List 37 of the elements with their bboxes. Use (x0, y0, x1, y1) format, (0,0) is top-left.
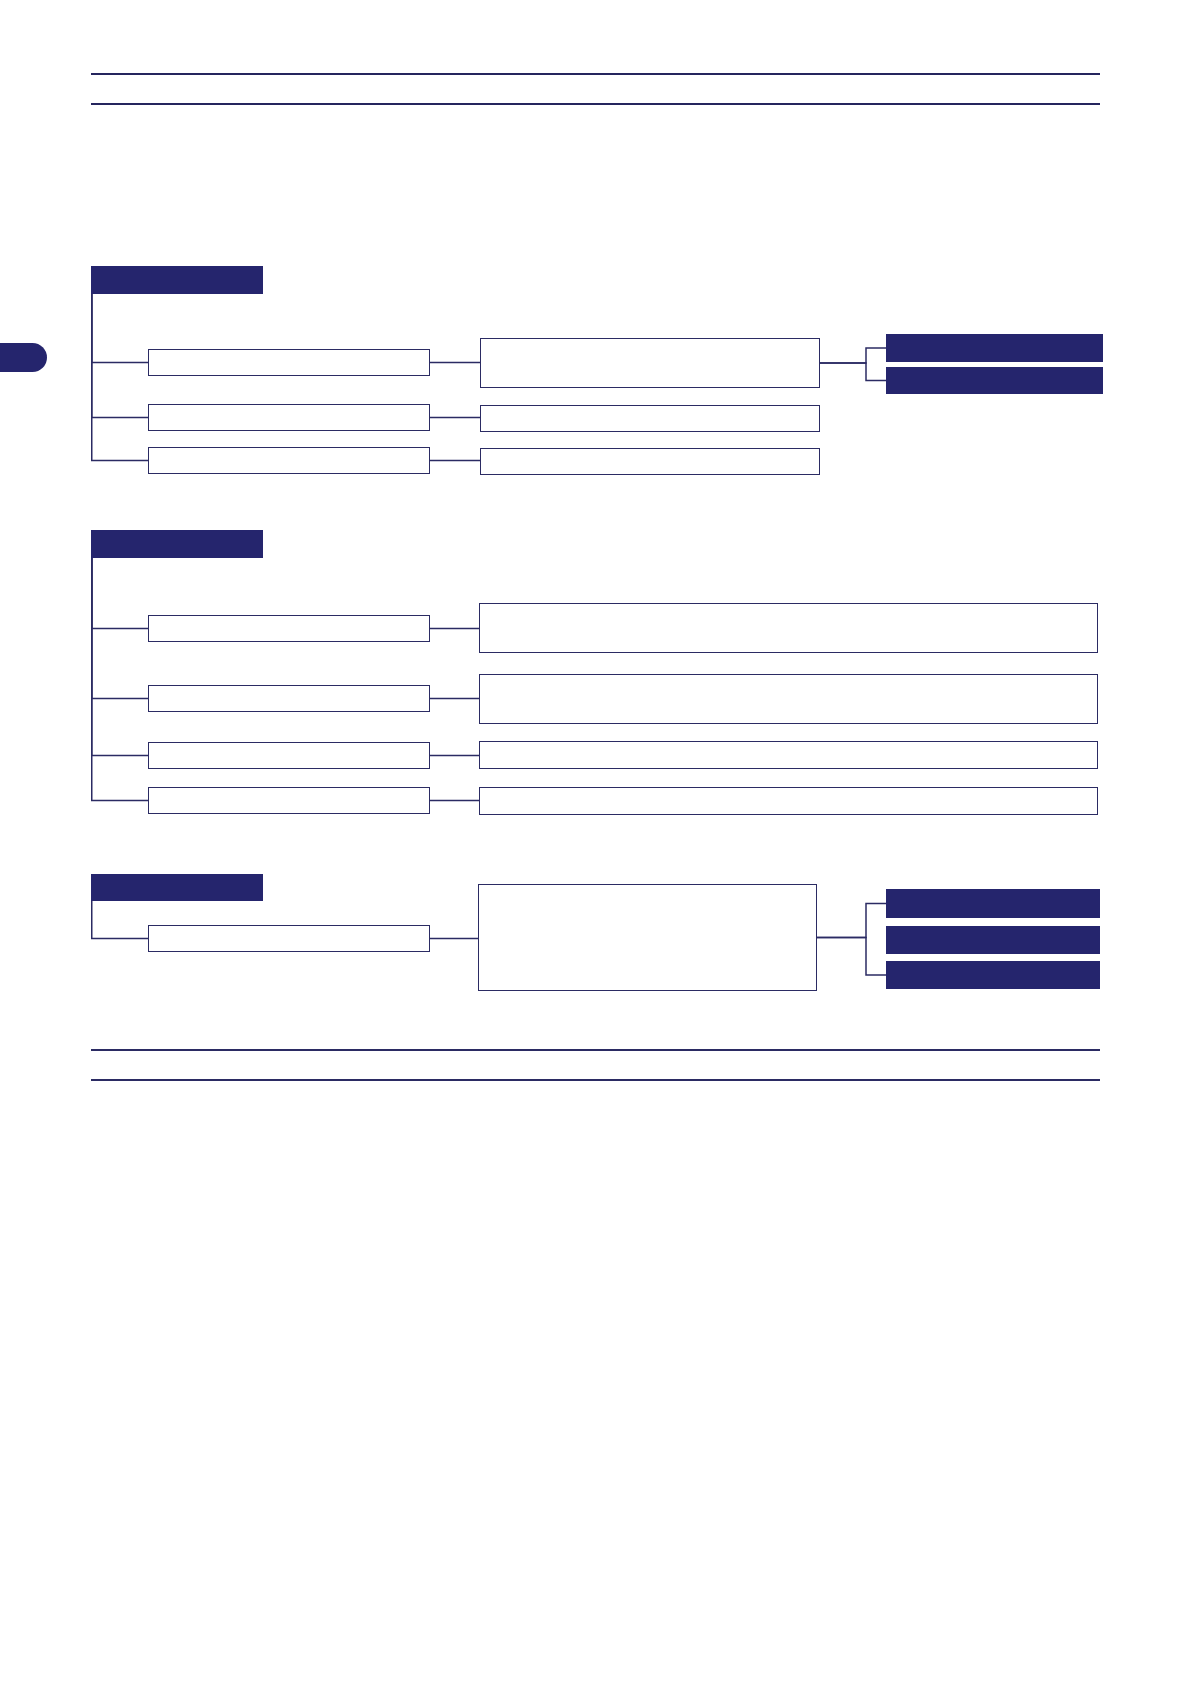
connector-line (91, 900, 149, 940)
filled-bar (886, 926, 1100, 954)
outlined-box (478, 884, 817, 991)
connector-line (429, 627, 480, 630)
outlined-box (148, 404, 430, 431)
connector-line (429, 697, 480, 700)
filled-bar (886, 367, 1103, 394)
filled-bar (91, 530, 263, 558)
outlined-box (480, 405, 820, 432)
filled-bar (886, 961, 1100, 989)
connector-line (429, 361, 481, 364)
outlined-box (148, 742, 430, 769)
filled-bar (886, 334, 1103, 362)
connector-line (816, 936, 887, 976)
connector-line (429, 754, 480, 757)
outlined-box (479, 741, 1098, 769)
connector-line (91, 557, 149, 802)
outlined-box (148, 685, 430, 712)
outlined-box (479, 787, 1098, 815)
connector-line (819, 362, 887, 382)
connector-line (91, 293, 149, 462)
outlined-box (479, 674, 1098, 724)
connector-line (429, 937, 479, 940)
connector-line (429, 799, 480, 802)
outlined-box (148, 615, 430, 642)
outlined-box (148, 447, 430, 474)
outlined-box (148, 787, 430, 814)
connector-line (429, 416, 481, 419)
filled-bar (91, 266, 263, 294)
outlined-box (480, 448, 820, 475)
outlined-box (148, 925, 430, 952)
filled-bar (886, 889, 1100, 918)
filled-bar (91, 874, 263, 901)
outlined-box (480, 338, 820, 388)
outlined-box (479, 603, 1098, 653)
outlined-box (148, 349, 430, 376)
connector-line (429, 459, 481, 462)
